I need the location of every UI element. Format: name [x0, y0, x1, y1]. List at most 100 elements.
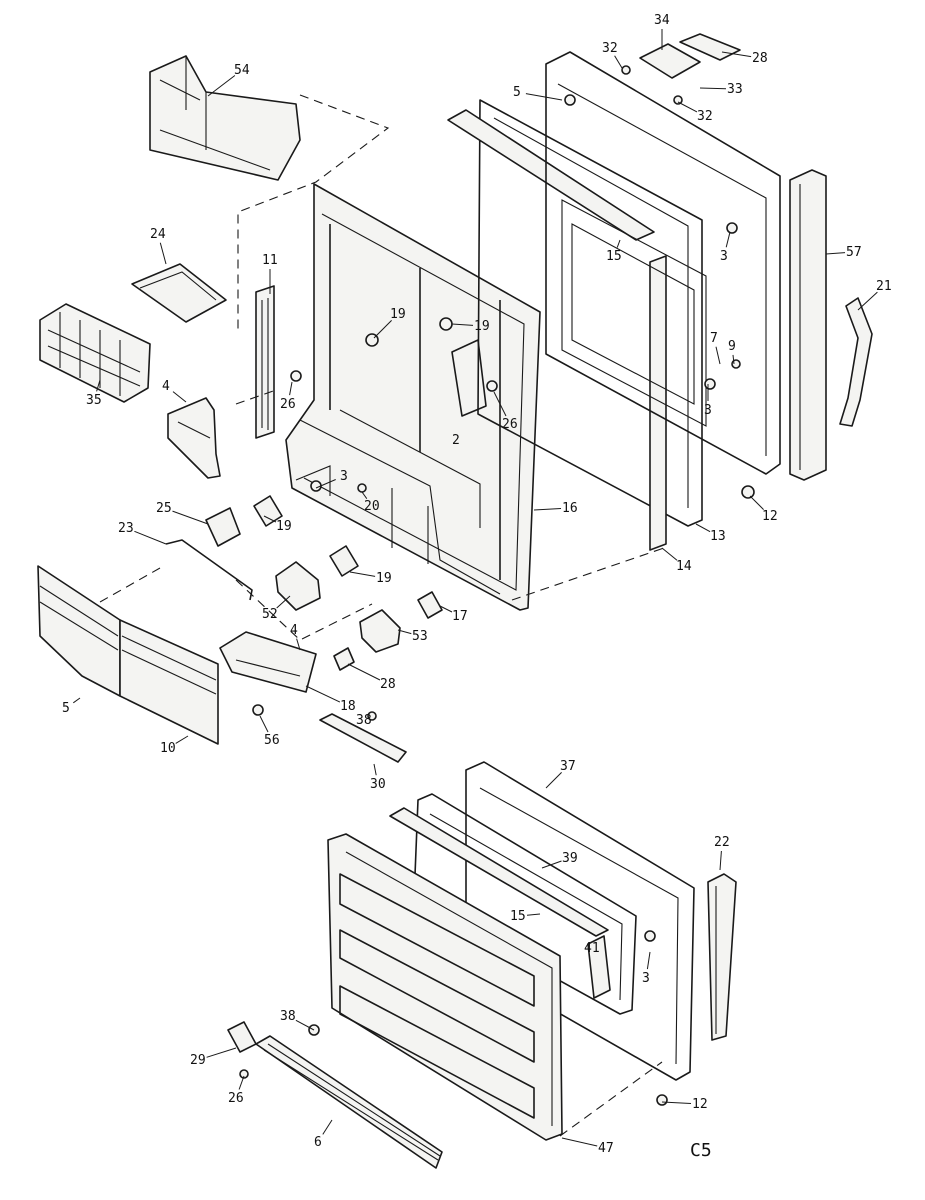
part-22-side-trim: [707, 873, 737, 1041]
callout-number: 26: [280, 397, 296, 412]
part-41-block: [587, 935, 611, 999]
part-30-hinge-bar: [319, 713, 407, 763]
callout-number: 30: [370, 777, 386, 792]
callout-c6: 6: [314, 1119, 333, 1150]
part-34-hinge-cover: [639, 43, 701, 79]
callout-c17: 17: [439, 605, 468, 624]
callout-c12b: 12: [661, 1097, 708, 1112]
callout-number: 56: [264, 733, 280, 748]
part-10-mullion-trim: [119, 619, 219, 745]
leader-line: [661, 1101, 692, 1104]
leader-line: [361, 491, 368, 499]
callout-number: 41: [584, 941, 600, 956]
callout-number: 19: [276, 519, 292, 534]
leader-line: [525, 93, 563, 101]
callout-number: 12: [762, 509, 778, 524]
callout-c38b: 38: [280, 1009, 315, 1031]
callout-c29: 29: [190, 1047, 237, 1068]
part-6-grille: [255, 1035, 443, 1169]
callout-c13: 13: [695, 523, 726, 544]
leader-line: [349, 571, 376, 577]
part-28-pin: [333, 647, 355, 671]
alignment-line-upper-2: [235, 389, 277, 405]
callout-c57: 57: [825, 245, 862, 260]
callout-c41: 41: [584, 941, 600, 956]
part-5-mullion-trim: [37, 565, 121, 697]
leader-line: [541, 860, 562, 869]
callout-c3c: 3: [315, 469, 348, 489]
leader-line: [373, 763, 377, 776]
callout-c56: 56: [259, 715, 280, 748]
callout-number: 5: [62, 701, 70, 716]
callout-c26c: 26: [228, 1075, 245, 1106]
part-38-screw-a: [367, 711, 377, 721]
callout-c26a: 26: [280, 381, 296, 412]
leader-line: [561, 1137, 598, 1147]
leader-line: [373, 320, 392, 339]
callout-c20: 20: [361, 491, 380, 514]
callout-number: 4: [162, 379, 170, 394]
part-24-tray: [131, 263, 227, 323]
leader-line: [677, 101, 698, 113]
part-13-gasket: [477, 99, 703, 527]
part-19-clip-c: [253, 495, 283, 527]
callout-number: 25: [156, 501, 172, 516]
callout-number: 29: [190, 1053, 206, 1068]
leader-line: [175, 735, 189, 744]
leader-line: [493, 391, 507, 417]
callout-c35: 35: [86, 379, 102, 408]
callout-number: 3: [720, 249, 728, 264]
callout-c12a: 12: [749, 495, 778, 524]
leader-line: [533, 508, 562, 511]
callout-c5b: 5: [62, 697, 81, 716]
callout-number: 19: [390, 307, 406, 322]
callout-number: 37: [560, 759, 576, 774]
leader-line: [315, 479, 336, 489]
callout-number: 28: [380, 677, 396, 692]
part-47-freezer-liner: [327, 833, 563, 1141]
callout-number: 6: [314, 1135, 322, 1150]
callout-number: 38: [356, 713, 372, 728]
callout-c3d: 3: [642, 951, 651, 986]
callout-number: 13: [710, 529, 726, 544]
callout-number: 26: [502, 417, 518, 432]
callout-number: 32: [697, 109, 713, 124]
part-56-screw: [252, 704, 264, 716]
part-18-center-hinge: [219, 631, 317, 693]
callout-number: 39: [562, 851, 578, 866]
callout-c19a: 19: [373, 307, 406, 339]
part-28-hinge-plate: [679, 33, 741, 61]
part-25-clip: [205, 507, 241, 547]
alignment-line-54: [237, 94, 390, 330]
leader-line: [749, 495, 764, 510]
part-53-hinge-block: [359, 609, 401, 653]
callout-c26b: 26: [493, 391, 518, 432]
callout-number: 3: [642, 971, 650, 986]
leader-line: [305, 685, 341, 703]
leader-line: [451, 323, 474, 326]
callout-number: 19: [474, 319, 490, 334]
part-29-clip: [227, 1021, 257, 1053]
leader-line: [207, 75, 236, 97]
part-52-hinge-block: [275, 561, 321, 611]
callout-c24: 24: [150, 227, 167, 265]
leader-line: [322, 1119, 333, 1135]
part-16-inner-door-liner: [285, 183, 541, 611]
callout-c14: 14: [661, 547, 692, 574]
leader-line: [172, 391, 187, 403]
callout-c37: 37: [545, 759, 576, 789]
callout-c15b: 15: [510, 909, 541, 924]
leader-line: [73, 697, 81, 704]
callout-number: 15: [606, 249, 622, 264]
leader-line: [721, 51, 752, 58]
callout-number: 14: [676, 559, 692, 574]
callout-number: 4: [290, 623, 298, 638]
part-4-bracket: [167, 397, 221, 479]
callout-c4a: 4: [162, 379, 187, 403]
leader-line: [715, 346, 721, 365]
alignment-line-mullion: [99, 567, 161, 603]
part-54-shelf-cover: [149, 55, 301, 181]
callout-number: 10: [160, 741, 176, 756]
callout-c5a: 5: [513, 85, 563, 101]
leader-line: [732, 354, 735, 365]
